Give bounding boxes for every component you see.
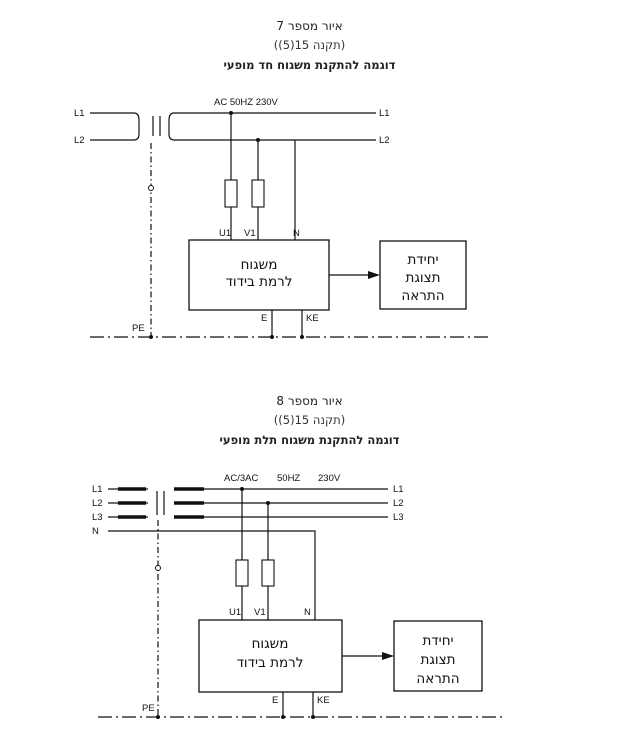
- fig7-ke-label: KE: [306, 313, 319, 324]
- fig8-fuse-v1: [261, 559, 275, 587]
- fig8-monitor-line2: לרמת בידוד: [237, 655, 304, 671]
- fig8-supply-ac-label: AC/3AC: [224, 473, 258, 484]
- fig7-e-node: [270, 335, 274, 339]
- fig8-u1-label: U1: [229, 607, 241, 618]
- fig7-insulation-monitor-box: [188, 239, 330, 311]
- fig8-output-l2-label: L2: [393, 498, 404, 509]
- fig7-supply-label: AC 50HZ 230V: [214, 97, 279, 108]
- fig7-output-l1-label: L1: [379, 108, 390, 119]
- fig7-fuse-v1: [251, 179, 265, 208]
- fig8-arrow-icon: [382, 652, 394, 660]
- fig7-output-l2-label: L2: [379, 135, 390, 146]
- fig8-input-l2-label: L2: [92, 498, 103, 509]
- fig8-alarm-display-box: [393, 620, 483, 692]
- fig8-caption: דוגמה להתקנת משגוח תלת מופעי: [219, 433, 400, 447]
- fig8-output-l1-label: L1: [393, 484, 404, 495]
- fig7-arrow-icon: [368, 271, 380, 279]
- fig7-fuse-u1: [224, 179, 238, 208]
- fig8-regulation-ref: (תקנה 15(5)): [273, 413, 346, 427]
- fig8-e-label: E: [272, 695, 278, 706]
- fig7-u1-label: U1: [219, 228, 231, 239]
- fig7-coil-left: [133, 112, 140, 141]
- fig7-coil-right: [168, 112, 175, 141]
- fig8-supply-hz-label: 50HZ: [277, 473, 300, 484]
- fig7-regulation-ref: (תקנה 15(5)): [273, 38, 346, 52]
- fig8-monitor-line1: משגוח: [252, 636, 289, 652]
- fig7-alarm-display-box: [379, 240, 467, 310]
- fig7-alarm-line2: תצוגת: [406, 270, 441, 286]
- fig7-v1-label: V1: [244, 228, 256, 239]
- fig8-n-wire: [148, 530, 316, 620]
- fig8-ke-node: [311, 715, 315, 719]
- fig7-input-l1-label: L1: [74, 108, 85, 119]
- fig7-alarm-line3: התראה: [401, 288, 444, 304]
- fig7-title: איור מספר 7: [276, 19, 343, 33]
- fig8-alarm-line3: התראה: [416, 671, 459, 687]
- fig7-diagram: L1 L2 L1 L2 AC 50HZ 230V U1 V1 N: [74, 97, 490, 339]
- fig7-pe-label: PE: [132, 323, 145, 334]
- fig8-v1-label: V1: [254, 607, 266, 618]
- fig7-alarm-line1: יחידת: [407, 252, 438, 268]
- fig8-pe-terminal: [155, 565, 161, 571]
- fig8-pe-label: PE: [142, 703, 155, 714]
- fig7-input-l2-label: L2: [74, 135, 85, 146]
- fig7-pe-node: [149, 335, 153, 339]
- fig7-e-label: E: [261, 313, 267, 324]
- fig8-insulation-monitor-box: [198, 619, 343, 693]
- fig8-title: איור מספר 8: [276, 394, 343, 408]
- fig7-monitor-line1: משגוח: [241, 257, 278, 273]
- fig8-alarm-line2: תצוגת: [421, 652, 456, 668]
- fig7-caption: דוגמה להתקנת משגוח חד מופעי: [223, 58, 396, 72]
- fig7-n-label: N: [293, 228, 300, 239]
- fig8-e-node: [281, 715, 285, 719]
- fig8-input-n-label: N: [92, 526, 99, 537]
- fig8-n-label: N: [304, 607, 311, 618]
- fig8-input-l3-label: L3: [92, 512, 103, 523]
- fig8-diagram: L1 L2 L3 N L1 L2 L3 AC/3AC 50HZ 230V: [92, 473, 502, 719]
- fig8-supply-v-label: 230V: [318, 473, 341, 484]
- fig8-alarm-line1: יחידת: [422, 633, 453, 649]
- fig7-monitor-line2: לרמת בידוד: [226, 274, 293, 290]
- fig8-ke-label: KE: [317, 695, 330, 706]
- fig8-pe-node: [156, 715, 160, 719]
- fig7-ke-node: [300, 335, 304, 339]
- fig8-fuse-u1: [235, 559, 249, 587]
- fig8-output-l3-label: L3: [393, 512, 404, 523]
- fig7-pe-terminal: [148, 185, 154, 191]
- fig8-input-l1-label: L1: [92, 484, 103, 495]
